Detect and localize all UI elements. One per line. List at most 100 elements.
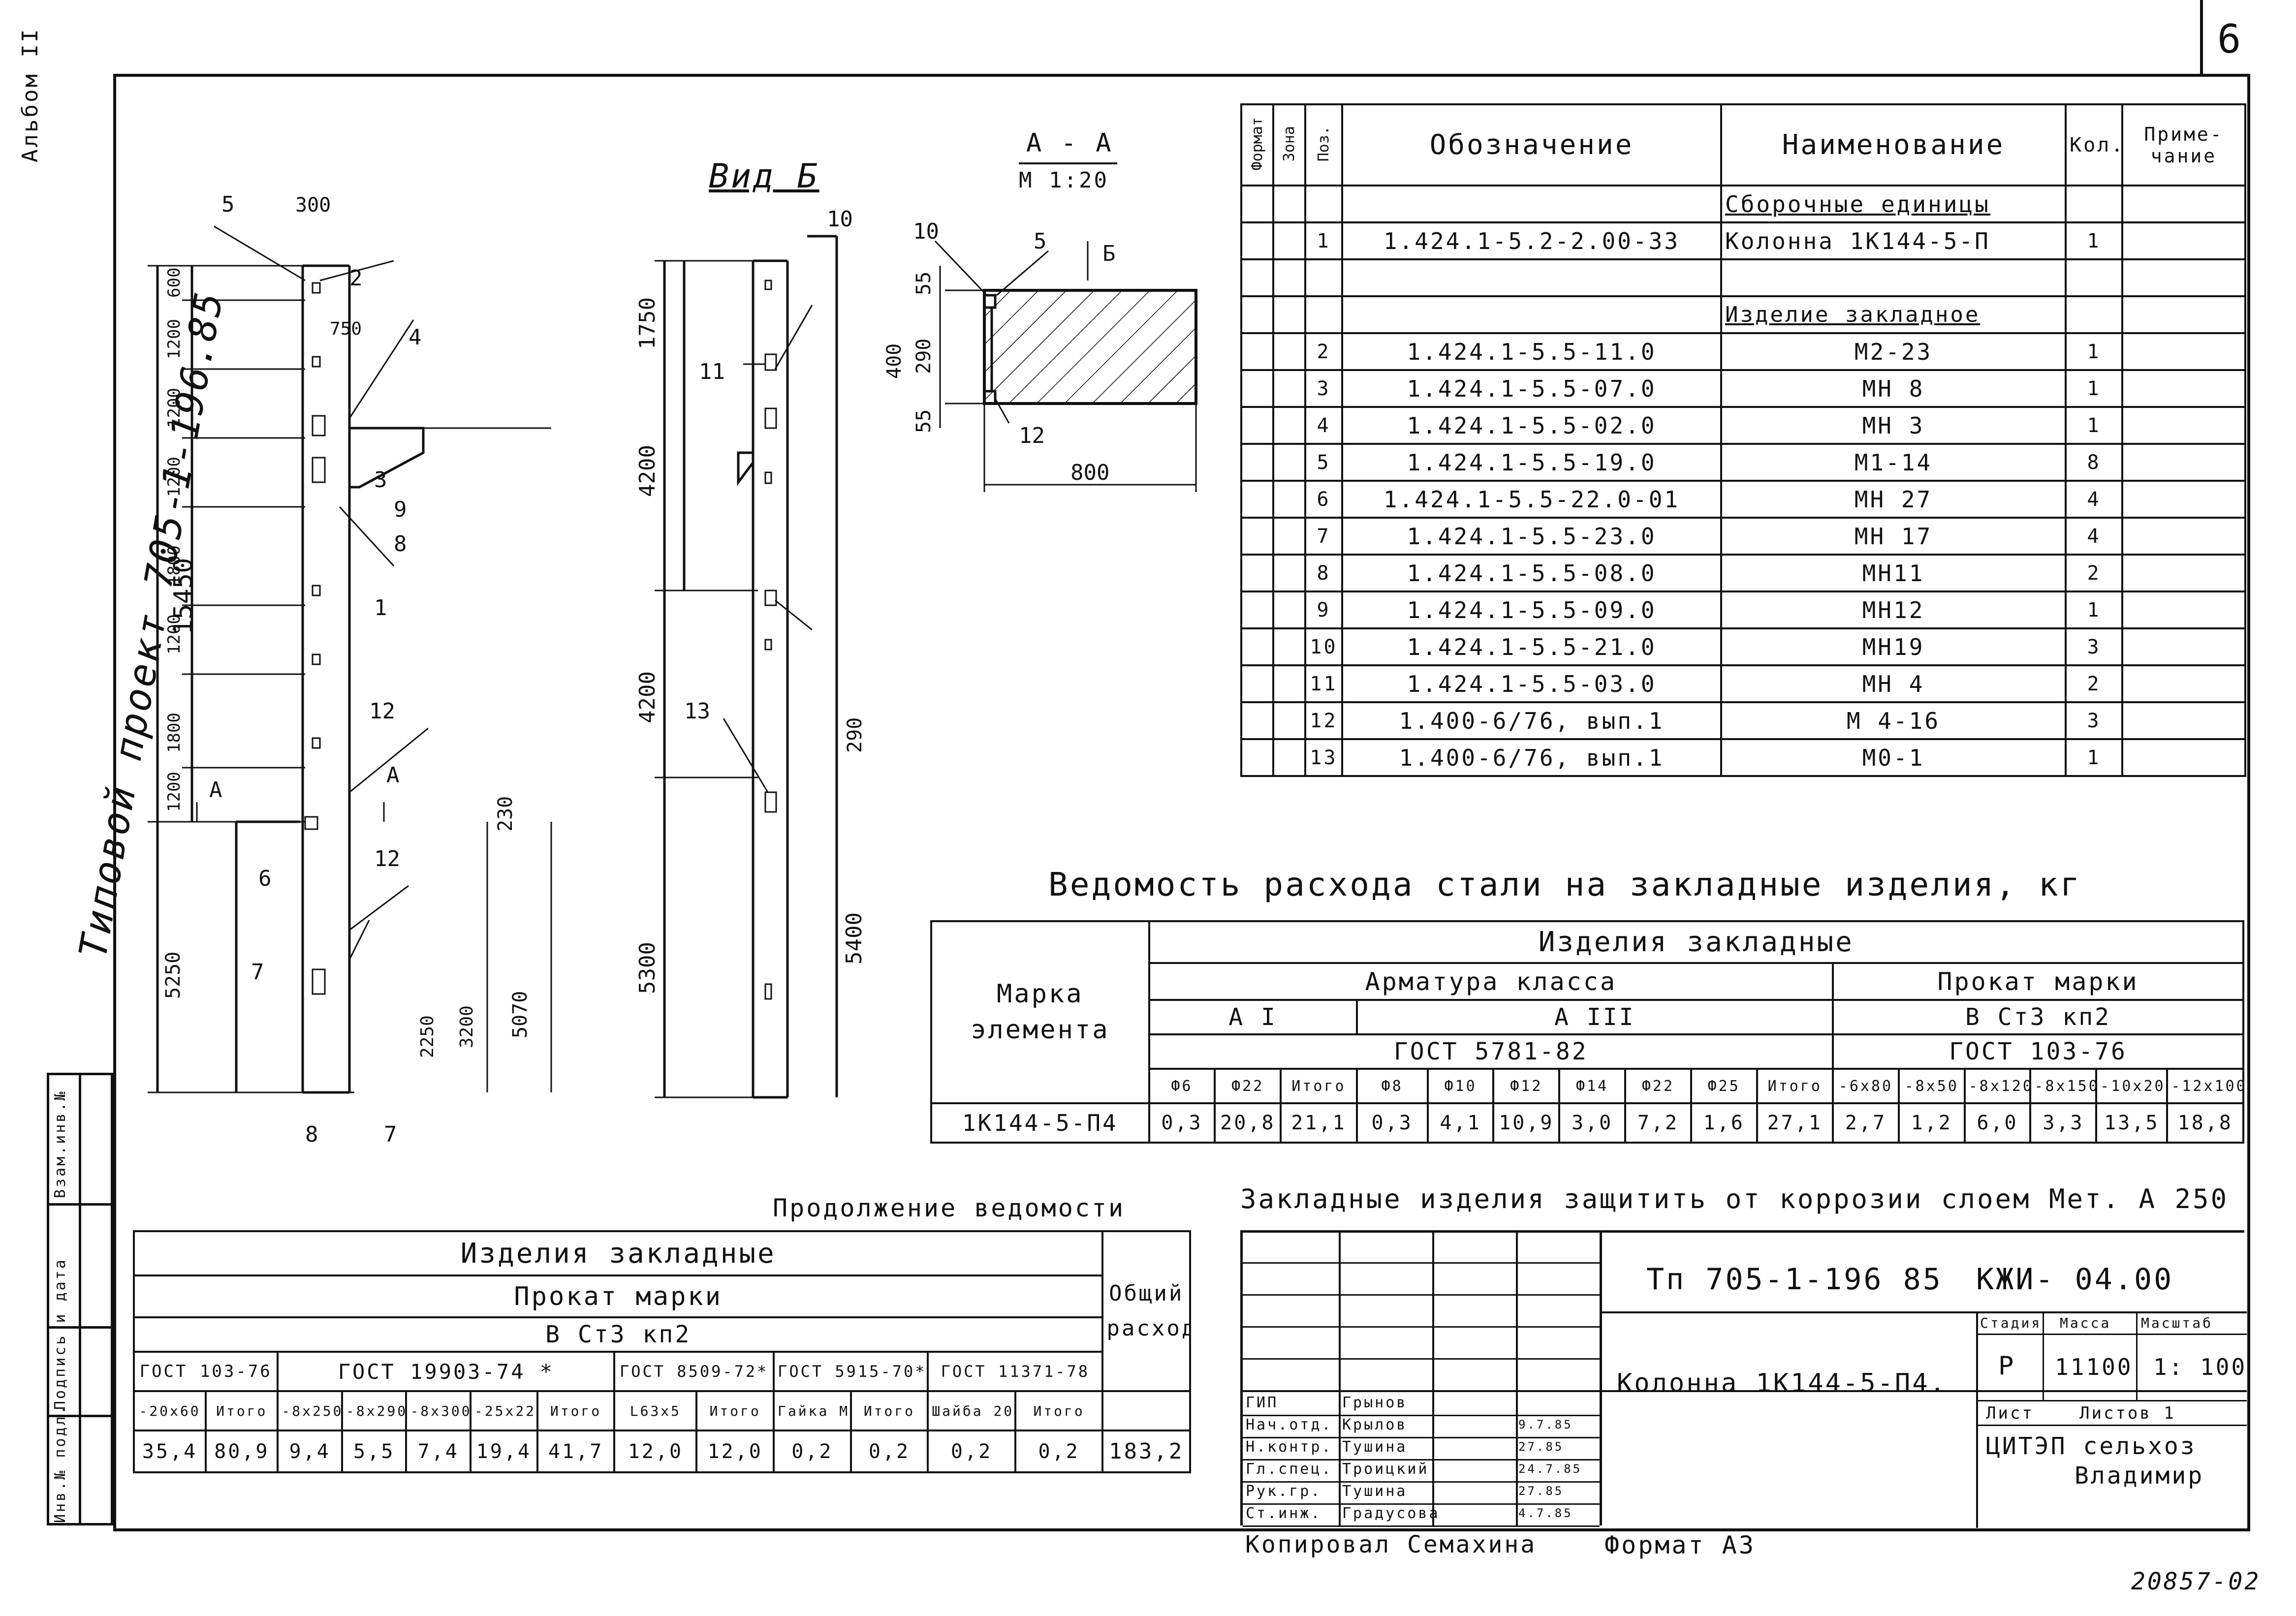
cont-value: 35,4 xyxy=(132,1430,207,1473)
signature-role: Рук.гр. xyxy=(1246,1483,1322,1500)
cont-value: 12,0 xyxy=(613,1430,698,1473)
spec-designation: 1.424.1-5.5-21.0 xyxy=(1341,627,1722,666)
cont-col-header: -25х220 xyxy=(469,1390,538,1431)
cont-col-header: -20х60 xyxy=(132,1390,207,1431)
steel-armatura: Арматура класса xyxy=(1148,962,1834,1001)
vid-b-dim-5400: 5400 xyxy=(842,912,867,964)
spec-qty: 3 xyxy=(2065,627,2123,666)
callout-5: 5 xyxy=(221,192,235,217)
spec-format-cell xyxy=(1240,480,1274,519)
steel-col-header: Ф12 xyxy=(1492,1068,1561,1104)
spec-name: МН 27 xyxy=(1720,480,2067,519)
dim-1200b: 1200 xyxy=(164,388,184,428)
steel-value: 27,1 xyxy=(1756,1102,1834,1144)
spec-name: МН11 xyxy=(1720,554,2067,592)
spec-zone-cell xyxy=(1272,517,1306,556)
spec-pos: 2 xyxy=(1304,332,1343,371)
spec-empty xyxy=(2065,295,2123,334)
cont-total-spacer xyxy=(1101,1390,1191,1431)
cont-value: 19,4 xyxy=(469,1430,538,1473)
title-scale: 1: 100 xyxy=(2153,1354,2247,1380)
steel-col-header: -8х120 xyxy=(1963,1068,2032,1104)
callout-a-right: А xyxy=(386,763,400,788)
title-code-right: КЖИ- 04.00 xyxy=(1976,1262,2174,1297)
title-sheets-label: Листов 1 xyxy=(2079,1403,2176,1423)
callout-12: 12 xyxy=(369,699,395,724)
steel-group: Изделия закладные xyxy=(1148,920,2245,964)
spec-note xyxy=(2121,480,2246,519)
spec-format-cell xyxy=(1240,701,1274,740)
cont-grade: В Ст3 кп2 xyxy=(132,1316,1104,1353)
signature-role: ГИП xyxy=(1246,1394,1279,1411)
spec-format-cell xyxy=(1240,369,1274,408)
spec-pos: 11 xyxy=(1304,664,1343,703)
signature-name: Грынов xyxy=(1342,1394,1408,1411)
steel-col-header: Ф22 xyxy=(1624,1068,1692,1104)
steel-col-header: -10х200 xyxy=(2095,1068,2169,1104)
vid-b-dim-5300: 5300 xyxy=(635,942,660,994)
spec-designation: 1.424.1-5.5-23.0 xyxy=(1341,517,1722,556)
spec-format-cell xyxy=(1240,258,1274,297)
title-org-line2: Владимир xyxy=(2075,1462,2204,1490)
steel-col-header: Ф22 xyxy=(1214,1068,1282,1104)
section-callout-5: 5 xyxy=(1034,229,1047,254)
signature-name: Тушина xyxy=(1342,1483,1408,1500)
spec-format-cell xyxy=(1240,443,1274,482)
signature-name: Тушина xyxy=(1342,1438,1408,1456)
spec-name: МН 3 xyxy=(1720,406,2067,445)
signature-date: 27.85 xyxy=(1518,1440,1564,1454)
vid-b-dim-4200b: 4200 xyxy=(635,671,660,723)
spec-name: МН19 xyxy=(1720,627,2067,666)
cont-table-title: Продолжение ведомости xyxy=(773,1194,1126,1222)
steel-consumption-table: Марка элемента Изделия закладные Арматур… xyxy=(930,920,2245,1144)
spec-note xyxy=(2121,738,2246,777)
vid-b-title: Вид Б xyxy=(709,157,819,196)
spec-pos: 8 xyxy=(1304,554,1343,592)
spec-header-pos: Поз. xyxy=(1304,103,1343,186)
strip-cell-sign: Подпись и дата xyxy=(52,1258,69,1410)
spec-qty: 1 xyxy=(2065,406,2123,445)
dim-750: 750 xyxy=(330,319,362,339)
callout-7b: 7 xyxy=(384,1122,397,1147)
dim-1800b: 1800 xyxy=(164,713,184,753)
title-stage: Р xyxy=(1998,1351,2016,1381)
section-aa-drawing: 10 5 Б 12 55 400 290 55 800 xyxy=(883,219,1197,492)
steel-value: 3,3 xyxy=(2029,1102,2098,1144)
section-callout-12: 12 xyxy=(1019,423,1045,448)
section-dim-55b: 55 xyxy=(912,409,935,433)
steel-mark: 1К144-5-П4 xyxy=(930,1102,1150,1144)
callout-a-left: А xyxy=(209,777,222,803)
spec-zone-cell xyxy=(1272,701,1306,740)
title-code-left: Тп 705-1-196 85 xyxy=(1646,1262,1943,1297)
steel-class-ai: А I xyxy=(1148,999,1358,1035)
steel-col-header: Ф25 xyxy=(1690,1068,1758,1104)
steel-value: 18,8 xyxy=(2166,1102,2244,1144)
callout-3: 3 xyxy=(374,467,387,493)
spec-name xyxy=(1720,258,2067,297)
spec-designation: 1.424.1-5.5-07.0 xyxy=(1341,369,1722,408)
spec-zone-cell xyxy=(1272,664,1306,703)
spec-pos: 3 xyxy=(1304,369,1343,408)
spec-format-cell xyxy=(1240,406,1274,445)
steel-prokat: Прокат марки xyxy=(1832,962,2244,1001)
spec-note xyxy=(2121,443,2246,482)
cont-col-header: Итого xyxy=(695,1390,775,1431)
cont-col-header: Итого xyxy=(205,1390,279,1431)
spec-name: М2-23 xyxy=(1720,332,2067,371)
dim-5250: 5250 xyxy=(162,952,185,999)
spec-note xyxy=(2121,221,2246,260)
cont-value: 41,7 xyxy=(536,1430,616,1473)
sheet-number-divider xyxy=(2200,0,2203,74)
spec-format-cell xyxy=(1240,517,1274,556)
steel-prokat-grade: В Ст3 кп2 xyxy=(1832,999,2244,1035)
signature-date: 9.7.85 xyxy=(1518,1418,1573,1431)
cont-prokat: Прокат марки xyxy=(132,1274,1104,1318)
